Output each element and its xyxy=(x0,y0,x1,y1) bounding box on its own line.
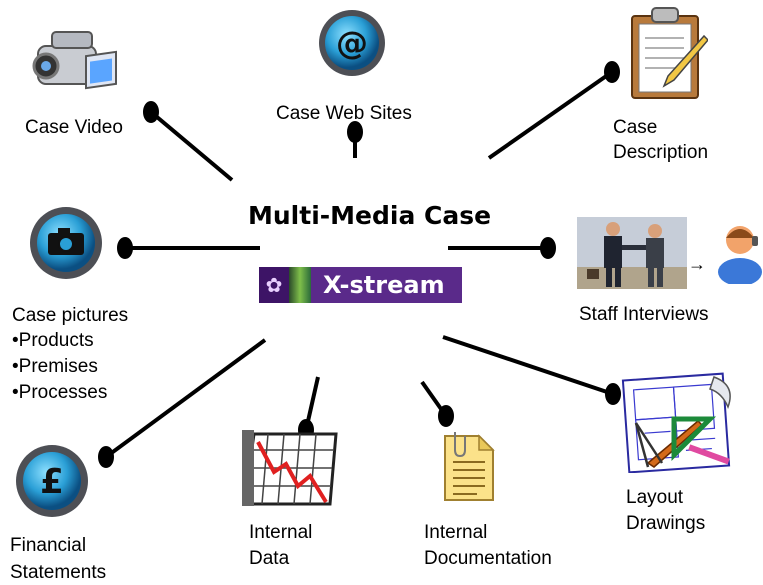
connector-financial xyxy=(104,338,267,459)
label-case-description-line2: Description xyxy=(613,142,709,163)
line-chart-icon xyxy=(242,430,338,506)
connector-dot-financial xyxy=(98,446,114,468)
label-case-pictures-premises: •Premises xyxy=(12,356,98,377)
label-case-pictures-products: •Products xyxy=(12,330,94,351)
connector-dot-case-web-sites xyxy=(347,121,363,143)
label-case-video: Case Video xyxy=(25,117,123,138)
label-layout-line2: Drawings xyxy=(626,513,706,534)
arrow-right-icon: → xyxy=(688,254,706,274)
label-case-description-line1: Case xyxy=(613,117,658,138)
drafting-tools-icon xyxy=(621,372,731,473)
headset-person-icon xyxy=(718,226,762,284)
swoosh-graphic xyxy=(289,267,311,303)
connector-dot-layout xyxy=(605,383,621,405)
label-layout-line1: Layout xyxy=(626,487,684,508)
connector-dot-internal-doc xyxy=(438,405,454,427)
label-financial-line2: Statements xyxy=(10,562,107,583)
pound-sign-icon: £ xyxy=(16,445,88,517)
connector-dot-case-description xyxy=(604,61,620,83)
document-icon xyxy=(444,432,495,501)
video-camera-icon xyxy=(32,31,117,90)
label-internal-data-line1: Internal xyxy=(249,522,313,543)
center-title: Multi-Media Case xyxy=(248,201,492,230)
xstream-logo: ✿ X-stream xyxy=(259,267,462,303)
connector-dot-case-video xyxy=(143,101,159,123)
label-case-web-sites: Case Web Sites xyxy=(276,103,412,124)
camera-icon xyxy=(30,207,102,279)
label-financial-line1: Financial xyxy=(10,535,87,556)
at-sign-icon: @ xyxy=(319,10,385,76)
clipboard-icon xyxy=(631,7,708,99)
svg-text:@: @ xyxy=(336,24,368,62)
connector-layout xyxy=(442,335,614,396)
handshake-icon xyxy=(577,217,687,289)
svg-text:£: £ xyxy=(40,462,64,502)
connector-case-video xyxy=(149,110,234,182)
connector-case-description xyxy=(487,70,614,160)
connector-dot-staff-interviews xyxy=(540,237,556,259)
label-internal-doc-line1: Internal xyxy=(424,522,488,543)
label-staff-interviews: Staff Interviews xyxy=(579,304,709,325)
rose-icon: ✿ xyxy=(259,267,289,303)
label-internal-data-line2: Data xyxy=(249,548,290,569)
connector-dot-case-pictures xyxy=(117,237,133,259)
label-case-pictures-title: Case pictures xyxy=(12,305,129,326)
label-internal-doc-line2: Documentation xyxy=(424,548,552,569)
label-case-pictures-processes: •Processes xyxy=(12,382,108,403)
logo-text: X-stream xyxy=(323,271,445,299)
